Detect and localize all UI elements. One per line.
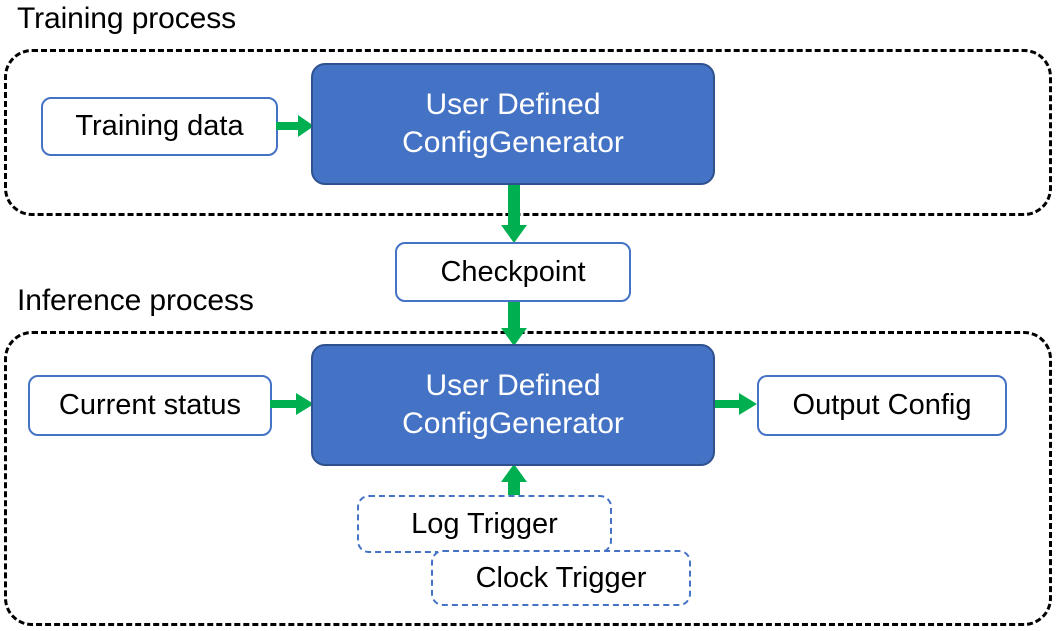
node-clock-trigger[interactable]: Clock Trigger <box>431 550 691 606</box>
config-generator-line-2: ConfigGenerator <box>402 126 624 159</box>
inference-process-container <box>4 331 1052 626</box>
arrow-config-generator-to-checkpoint <box>500 183 528 245</box>
training-process-container <box>4 49 1052 216</box>
arrow-checkpoint-to-config-generator <box>500 300 528 348</box>
config-generator-line-2: ConfigGenerator <box>402 407 624 440</box>
node-output-config[interactable]: Output Config <box>757 375 1007 436</box>
arrow-config-generator-to-output-config <box>713 390 759 418</box>
inference-process-label: Inference process <box>17 284 254 317</box>
node-user-defined-config-generator-training[interactable]: User Defined ConfigGenerator <box>311 63 715 185</box>
node-current-status[interactable]: Current status <box>28 375 272 436</box>
config-generator-line-1: User Defined <box>425 88 601 121</box>
arrow-triggers-to-config-generator <box>500 464 528 504</box>
node-checkpoint[interactable]: Checkpoint <box>395 242 631 302</box>
node-user-defined-config-generator-inference[interactable]: User Defined ConfigGenerator <box>311 344 715 466</box>
node-log-trigger[interactable]: Log Trigger <box>357 495 612 553</box>
node-training-data[interactable]: Training data <box>41 97 278 156</box>
training-process-label: Training process <box>17 2 237 35</box>
config-generator-line-1: User Defined <box>425 369 601 402</box>
arrow-training-data-to-config-generator <box>276 112 316 140</box>
arrow-current-status-to-config-generator <box>270 390 316 418</box>
